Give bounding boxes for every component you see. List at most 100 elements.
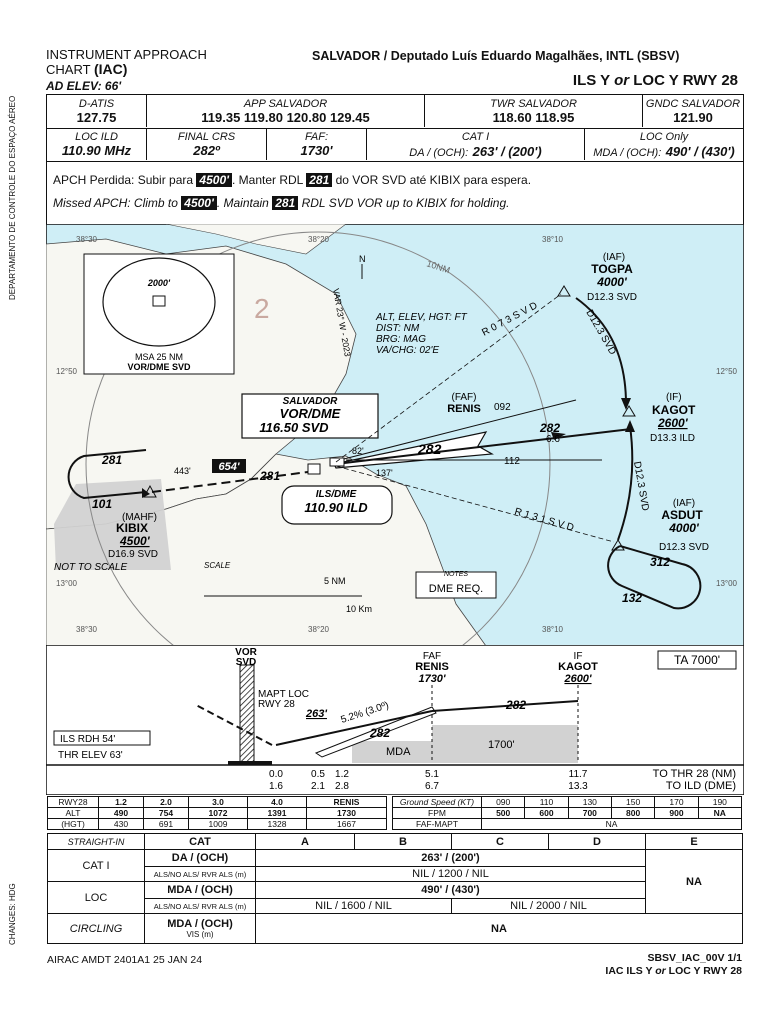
msa-label1: MSA 25 NM (135, 352, 183, 362)
shade-mda (352, 741, 432, 763)
ad-elevation: AD ELEV: 66' (46, 79, 122, 93)
loc-vis-label: ALS/NO ALS/ RVR ALS (m) (144, 898, 256, 914)
twr-cell: TWR SALVADOR 118.60 118.95 (425, 95, 643, 127)
alt-cell: 3.0 (187, 796, 248, 808)
twr-value: 118.60 118.95 (492, 110, 575, 125)
asdut-name: ASDUT (661, 508, 703, 522)
minima-head: E (645, 833, 743, 850)
minima-table: STRAIGHT-IN CAT A B C D E CAT I DA / (OC… (47, 833, 743, 944)
missed-path-profile (195, 704, 273, 746)
north-label: N (359, 254, 366, 264)
gndc-value: 121.90 (673, 110, 713, 125)
togpa-arc-arrow (621, 398, 631, 410)
missed-pt-rdl: 281 (306, 173, 333, 187)
grid-label: 13°00 (716, 579, 738, 588)
alt-cell: 430 (98, 818, 144, 830)
dist-dme: 2.1 (311, 781, 325, 792)
missed-path (151, 471, 309, 493)
circling-mda-label: MDA / (OCH) (167, 918, 233, 930)
missed-en-alt: 4500' (181, 196, 217, 210)
rdh-label: ILS RDH 54' (60, 734, 115, 745)
cat1-da-value: 263' / (200') (255, 849, 646, 867)
distance-scale: 0.0 0.5 1.2 5.1 11.7 1.6 2.1 2.8 6.7 13.… (269, 769, 588, 792)
hold-312: 312 (650, 555, 670, 569)
missed-approach-box: APCH Perdida: Subir para 4500'. Manter R… (46, 161, 744, 225)
app-cell: APP SALVADOR 119.35 119.80 120.80 129.45 (147, 95, 425, 127)
vor-title: VOR (235, 647, 257, 658)
asdut-arc-arrow (625, 420, 635, 432)
mda-label: MDA (386, 746, 411, 758)
gs-cell: 090 (480, 796, 526, 808)
thr-label: THR ELEV 63' (58, 750, 123, 761)
dist-thr: 5.1 (425, 769, 439, 780)
kibix-name: KIBIX (116, 521, 148, 535)
comms-row: D-ATIS 127.75 APP SALVADOR 119.35 119.80… (46, 94, 744, 129)
side-text-top: DEPARTAMENTO DE CONTROLE DO ESPAÇO AÉREO (8, 95, 17, 300)
loc-vis-cd: NIL / 2000 / NIL (451, 898, 646, 914)
missed-pt: APCH Perdida: Subir para 4500'. Manter R… (53, 173, 531, 187)
gs-cell: 600 (524, 807, 569, 819)
dist-dme: 1.6 (269, 781, 283, 792)
hold-in: 281 (101, 453, 122, 467)
crs-value: 282º (193, 143, 220, 158)
ils-title: ILS/DME (316, 489, 357, 500)
msa-alt: 2000' (147, 278, 171, 288)
plan-view: 10NM 38°30 38°20 38°10 12°50 13°00 12°50… (46, 224, 744, 646)
crs1: 282 (505, 698, 526, 712)
footer-title-rest: LOC Y RWY 28 (668, 965, 742, 977)
mapt-rwy: RWY 28 (258, 699, 295, 710)
gs-cell: 500 (480, 807, 526, 819)
brg-092: 092 (494, 402, 511, 413)
dist-dme: 13.3 (568, 781, 588, 792)
asdut-role: (IAF) (673, 498, 695, 509)
crs-cell: FINAL CRS 282º (147, 129, 267, 160)
land-area-north (165, 224, 347, 255)
side-text-bottom: CHANGES: HDG (8, 883, 17, 945)
app-value: 119.35 119.80 120.80 129.45 (201, 110, 370, 125)
togpa-fix (557, 285, 571, 297)
faf-alt: 1730' (418, 673, 445, 685)
grid-label: 38°10 (542, 235, 564, 244)
loc-vis-ab: NIL / 1600 / NIL (255, 898, 452, 914)
faf-value: 1730' (300, 143, 333, 158)
missed-pt-alt: 4500' (196, 173, 232, 187)
minima-head: STRAIGHT-IN (47, 833, 145, 850)
gs-cell: 900 (654, 807, 699, 819)
minima-head: B (354, 833, 452, 850)
ta-label: TA 7000' (674, 653, 720, 667)
kagot-role: (IF) (666, 392, 682, 403)
faf-role: FAF (423, 651, 441, 662)
alt-cell: 2.0 (142, 796, 189, 808)
alt-cell: (HGT) (47, 818, 99, 830)
grid-label: 38°30 (76, 235, 98, 244)
alt-cell: 691 (142, 818, 189, 830)
vor-name: VOR/DME (280, 406, 341, 421)
alt-cell: 4.0 (246, 796, 308, 808)
gs-cell: NA (697, 807, 743, 819)
rdh-box (53, 730, 151, 746)
alt-1700: 1700' (488, 739, 515, 751)
dist-thr: 11.7 (569, 769, 588, 780)
ta-box (657, 650, 737, 670)
togpa-arc (575, 297, 627, 405)
datis-cell: D-ATIS 127.75 (47, 95, 147, 127)
alt-cell: 1391 (246, 807, 308, 819)
ils-box (281, 485, 393, 525)
alt-cell: 754 (142, 807, 189, 819)
togpa-name: TOGPA (591, 262, 633, 276)
togpa-dist: D12.3 SVD (587, 292, 637, 303)
alt-cell: 490 (98, 807, 144, 819)
renis-name: RENIS (447, 403, 481, 415)
crs2: 282 (369, 726, 390, 740)
ma-crs: 281 (259, 469, 280, 483)
datis-label: D-ATIS (78, 98, 115, 110)
missed-en-3: RDL SVD VOR up to KIBIX for holding. (301, 196, 510, 210)
vor-freq: 116.50 SVD (259, 420, 329, 435)
cat-prefix: DA / (OCH): (409, 147, 469, 159)
msa-box (83, 253, 235, 375)
gs-cell: 800 (610, 807, 656, 819)
gs-cell: 170 (654, 796, 699, 808)
missed-en: Missed APCH: Climb to 4500'. Maintain 28… (53, 196, 509, 210)
cat-value: 263' / (200') (472, 144, 542, 159)
gs-cell: 110 (524, 796, 569, 808)
